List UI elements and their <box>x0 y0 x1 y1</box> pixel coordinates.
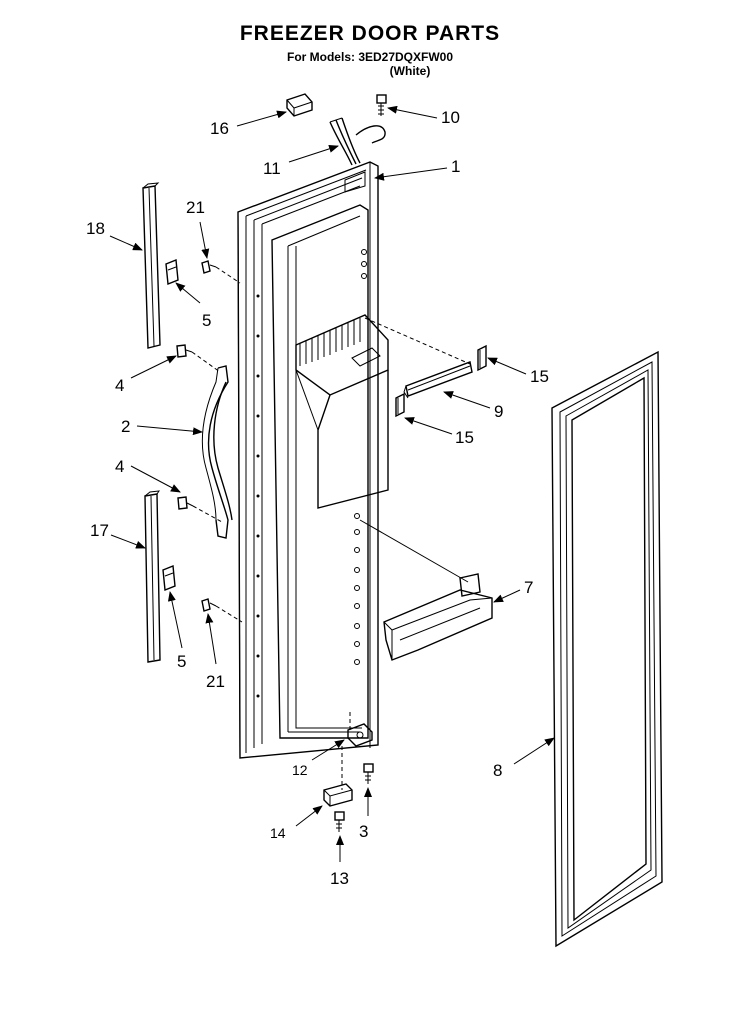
wire-connector <box>286 93 313 117</box>
callout-18: 18 <box>86 219 105 238</box>
callout-4-upper: 4 <box>115 376 124 395</box>
callout-7: 7 <box>524 578 533 597</box>
clip-upper <box>165 259 179 285</box>
callout-2: 2 <box>121 417 130 436</box>
wire-harness <box>329 117 386 166</box>
page-title: FREEZER DOOR PARTS <box>239 22 501 45</box>
door-handle <box>201 365 233 539</box>
callout-10: 10 <box>441 108 460 127</box>
callout-13: 13 <box>330 869 349 888</box>
shelf-rail <box>364 317 473 399</box>
door-bin <box>359 519 493 661</box>
trim-strip-upper <box>142 182 161 349</box>
callout-15-lower: 15 <box>455 428 474 447</box>
callout-21-lower: 21 <box>206 672 225 691</box>
door-gasket <box>551 350 663 948</box>
screw-4-lower <box>177 496 223 523</box>
callout-12: 12 <box>292 762 308 778</box>
dispenser-housing <box>295 314 389 509</box>
screw-3 <box>363 763 374 784</box>
callout-11: 11 <box>263 159 281 178</box>
hinge-block <box>323 783 353 807</box>
callout-15-upper: 15 <box>530 367 549 386</box>
callout-9: 9 <box>494 402 503 421</box>
screw-21-lower <box>201 598 243 623</box>
clip-lower <box>162 565 176 591</box>
rail-clip-right <box>477 344 487 372</box>
callout-8: 8 <box>493 761 502 780</box>
callout-1: 1 <box>451 157 460 176</box>
callout-4-lower: 4 <box>115 457 124 476</box>
callout-21-upper: 21 <box>186 198 205 217</box>
screw-4-upper <box>176 344 221 373</box>
callout-16: 16 <box>210 119 229 138</box>
callout-5-upper: 5 <box>202 311 211 330</box>
callout-3: 3 <box>359 822 368 841</box>
screw-13 <box>334 811 345 832</box>
callout-5-lower: 5 <box>177 652 186 671</box>
door-panel <box>237 161 379 759</box>
color-line: (White) <box>389 64 431 78</box>
hinge-bushing <box>341 712 373 790</box>
screw-21-upper <box>201 260 241 284</box>
rail-clip-left <box>395 392 405 418</box>
callout-14: 14 <box>270 825 286 841</box>
model-line: For Models: 3ED27DQXFW00 <box>286 50 454 64</box>
screw-10 <box>376 94 387 116</box>
callout-17: 17 <box>90 521 109 540</box>
trim-strip-lower <box>144 490 161 663</box>
leader-lines <box>109 105 555 862</box>
